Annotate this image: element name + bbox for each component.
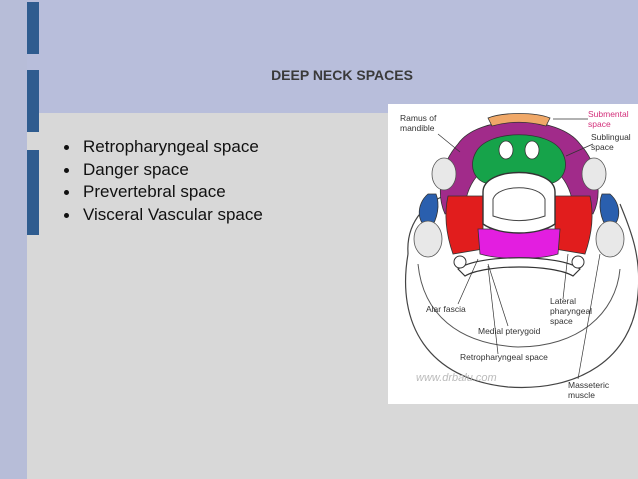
bullet-dot-icon [64,145,69,151]
bullet-item: Danger space [64,159,263,182]
vessel [571,255,585,269]
submental-space [487,113,551,127]
label-medial-pterygoid: Medial pterygoid [478,326,541,336]
left-accent-bar [27,150,39,235]
leader-line [577,253,601,380]
leader-line [565,143,594,157]
left-accent-bar [27,2,39,54]
neck-cross-section-figure: Ramus of mandible Submental space Sublin… [388,104,638,404]
slide: DEEP NECK SPACES Retropharyngeal space D… [27,0,638,479]
label-retropharyngeal: Retropharyngeal space [460,352,548,362]
left-accent-bar [27,70,39,132]
bullet-dot-icon [64,212,69,218]
bullet-dot-icon [64,167,69,173]
gland-shape [524,140,540,160]
mandible-space [439,121,599,215]
neck-outline [404,203,638,389]
label-lateral-pharyngeal: pharyngeal [550,306,592,316]
bullet-dot-icon [64,190,69,196]
header-band [27,0,638,113]
fascia-line [417,263,621,348]
neck-diagram: Ramus of mandible Submental space Sublin… [400,109,638,400]
label-alar-fascia: Alar fascia [426,304,466,314]
leader-line [487,265,499,355]
vertebra [457,257,581,277]
bullet-list: Retropharyngeal space Danger space Preve… [64,136,263,226]
lateral-pharyngeal-space-right [554,195,593,255]
label-sublingual: space [591,142,614,152]
muscle-shape [413,220,443,258]
label-submental: space [588,119,611,129]
vessel [453,255,467,269]
bullet-item: Visceral Vascular space [64,204,263,227]
bullet-item: Retropharyngeal space [64,136,263,159]
leader-line [457,258,479,305]
label-ramus: Ramus of [400,113,437,123]
muscle-shape [431,157,457,191]
label-sublingual: Sublingual [591,132,631,142]
muscle-shape [581,157,607,191]
leader-line [562,253,569,300]
label-masseteric: muscle [568,390,595,400]
lateral-pharyngeal-space-left [445,195,484,255]
label-lateral-pharyngeal: Lateral [550,296,576,306]
muscle-shape [595,220,625,258]
leader-line [437,133,461,153]
slide-title: DEEP NECK SPACES [271,67,413,83]
pharynx-inner [492,187,546,221]
bullet-item: Prevertebral space [64,181,263,204]
label-masseteric: Masseteric [568,380,610,390]
leader-line [487,263,509,327]
label-ramus: mandible [400,123,435,133]
label-lateral-pharyngeal: space [550,316,573,326]
label-submental: Submental [588,109,629,119]
gland-shape [498,140,514,160]
watermark-text: www.drbalu.com [416,372,497,384]
sublingual-space [472,134,566,185]
